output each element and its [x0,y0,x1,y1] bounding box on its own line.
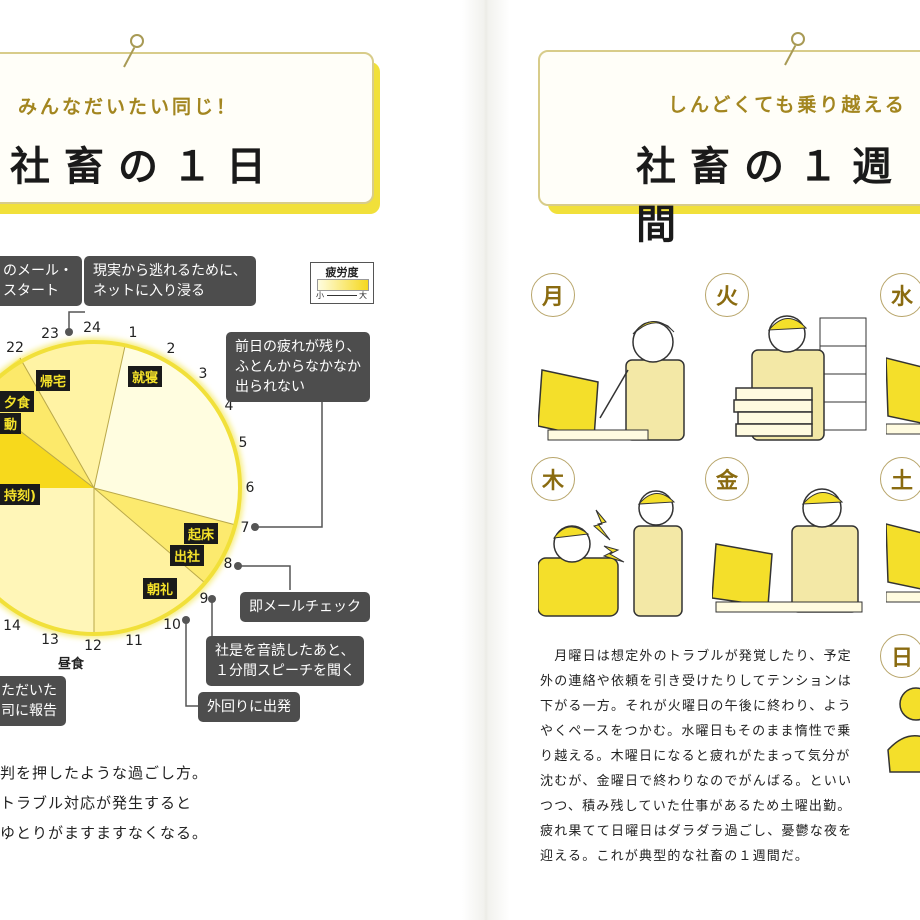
thursday-illustration [538,490,683,617]
right-title: 社畜の１週間 [636,144,906,248]
callout-escape: 現実から逃れるために、 ネットに入り浸る [84,256,256,306]
connector-tired [255,396,323,528]
wedge-sleep [94,346,241,525]
saturday-illustration [886,523,920,603]
hour-3: 3 [198,366,208,382]
connector-go-out [185,620,198,707]
left-title: 社畜の１日 [10,144,280,190]
right-body-text: 月曜日は想定外のトラブルが発覚したり、予定 外の連絡や依頼を引き受けたりしてテン… [540,649,853,864]
hour-14: 14 [3,618,21,634]
left-title-card [0,52,374,204]
monday-illustration [538,321,685,441]
wedge-work-a [94,488,205,635]
label-work-left: 動 [0,413,22,434]
day-sunday: 日 [880,634,920,678]
wedge-work-b [0,488,94,634]
callout-go-out: 外回りに出発 [198,692,300,722]
right-title-card [538,50,920,206]
callout-speech: 社是を音読したあと、 １分間スピーチを聞く [206,636,364,686]
sunday-illustration [887,687,920,773]
day-tuesday: 火 [705,273,749,317]
label-sleep: 就寝 [128,366,163,387]
hour-6: 6 [245,480,255,496]
callout-email-check: 即メールチェック [240,592,370,622]
fatigue-legend: 疲労度 小 大 [310,262,374,304]
label-return-home: 帰宅 [36,370,71,391]
label-dinner: 夕食 [0,391,35,412]
left-body-text: 判を押したような過ごし方。 トラブル対応が発生すると ゆとりがますますなくなる。 [0,764,209,842]
hour-8: 8 [223,556,233,572]
hour-22: 22 [6,340,24,356]
wednesday-illustration [886,357,920,435]
label-morning-meeting: 朝礼 [143,578,178,599]
label-arrive: 出社 [170,545,205,566]
legend-title: 疲労度 [325,266,359,279]
right-pin-icon [791,32,805,46]
page-gutter [462,0,510,920]
legend-gradient [317,279,369,291]
hour-7: 7 [240,520,250,536]
day-thursday: 木 [531,457,575,501]
hour-24: 24 [83,320,101,336]
clock-rim [0,340,242,636]
connector-email-check [238,565,291,590]
hour-11: 11 [125,633,143,649]
left-pin-icon [130,34,144,48]
legend-small: 小 [316,291,324,300]
friday-illustration [712,488,863,613]
wedge-dinner [0,358,94,488]
clock-dividers [0,345,237,634]
label-wake: 起床 [184,523,219,544]
hour-13: 13 [41,632,59,648]
hour-5: 5 [238,435,248,451]
callout-report: ただいた 司に報告 [0,676,66,726]
hour-1: 1 [128,325,138,341]
hour-12: 12 [84,638,102,654]
day-monday: 月 [531,273,575,317]
callout-email-start: のメール・ スタート [0,256,82,306]
right-subtitle: しんどくても乗り越える [668,94,907,116]
left-subtitle: みんなだいたい同じ！ [18,96,239,118]
callout-tired: 前日の疲れが残り、 ふとんからなかなか 出られない [226,332,370,402]
label-overtime-left: 持刻) [0,484,40,505]
legend-large: 大 [359,291,367,300]
hour-9: 9 [199,591,209,607]
tuesday-illustration [733,315,867,441]
callout-connectors [65,311,323,707]
connector-escape [68,311,85,332]
lunch-label: 昼食 [58,657,85,672]
hour-10: 10 [163,617,181,633]
hour-4: 4 [224,398,234,414]
hour-2: 2 [166,341,176,357]
day-saturday: 土 [880,457,920,501]
hour-23: 23 [41,326,59,342]
day-wednesday: 水 [880,273,920,317]
legend-arrow [327,295,357,296]
day-friday: 金 [705,457,749,501]
